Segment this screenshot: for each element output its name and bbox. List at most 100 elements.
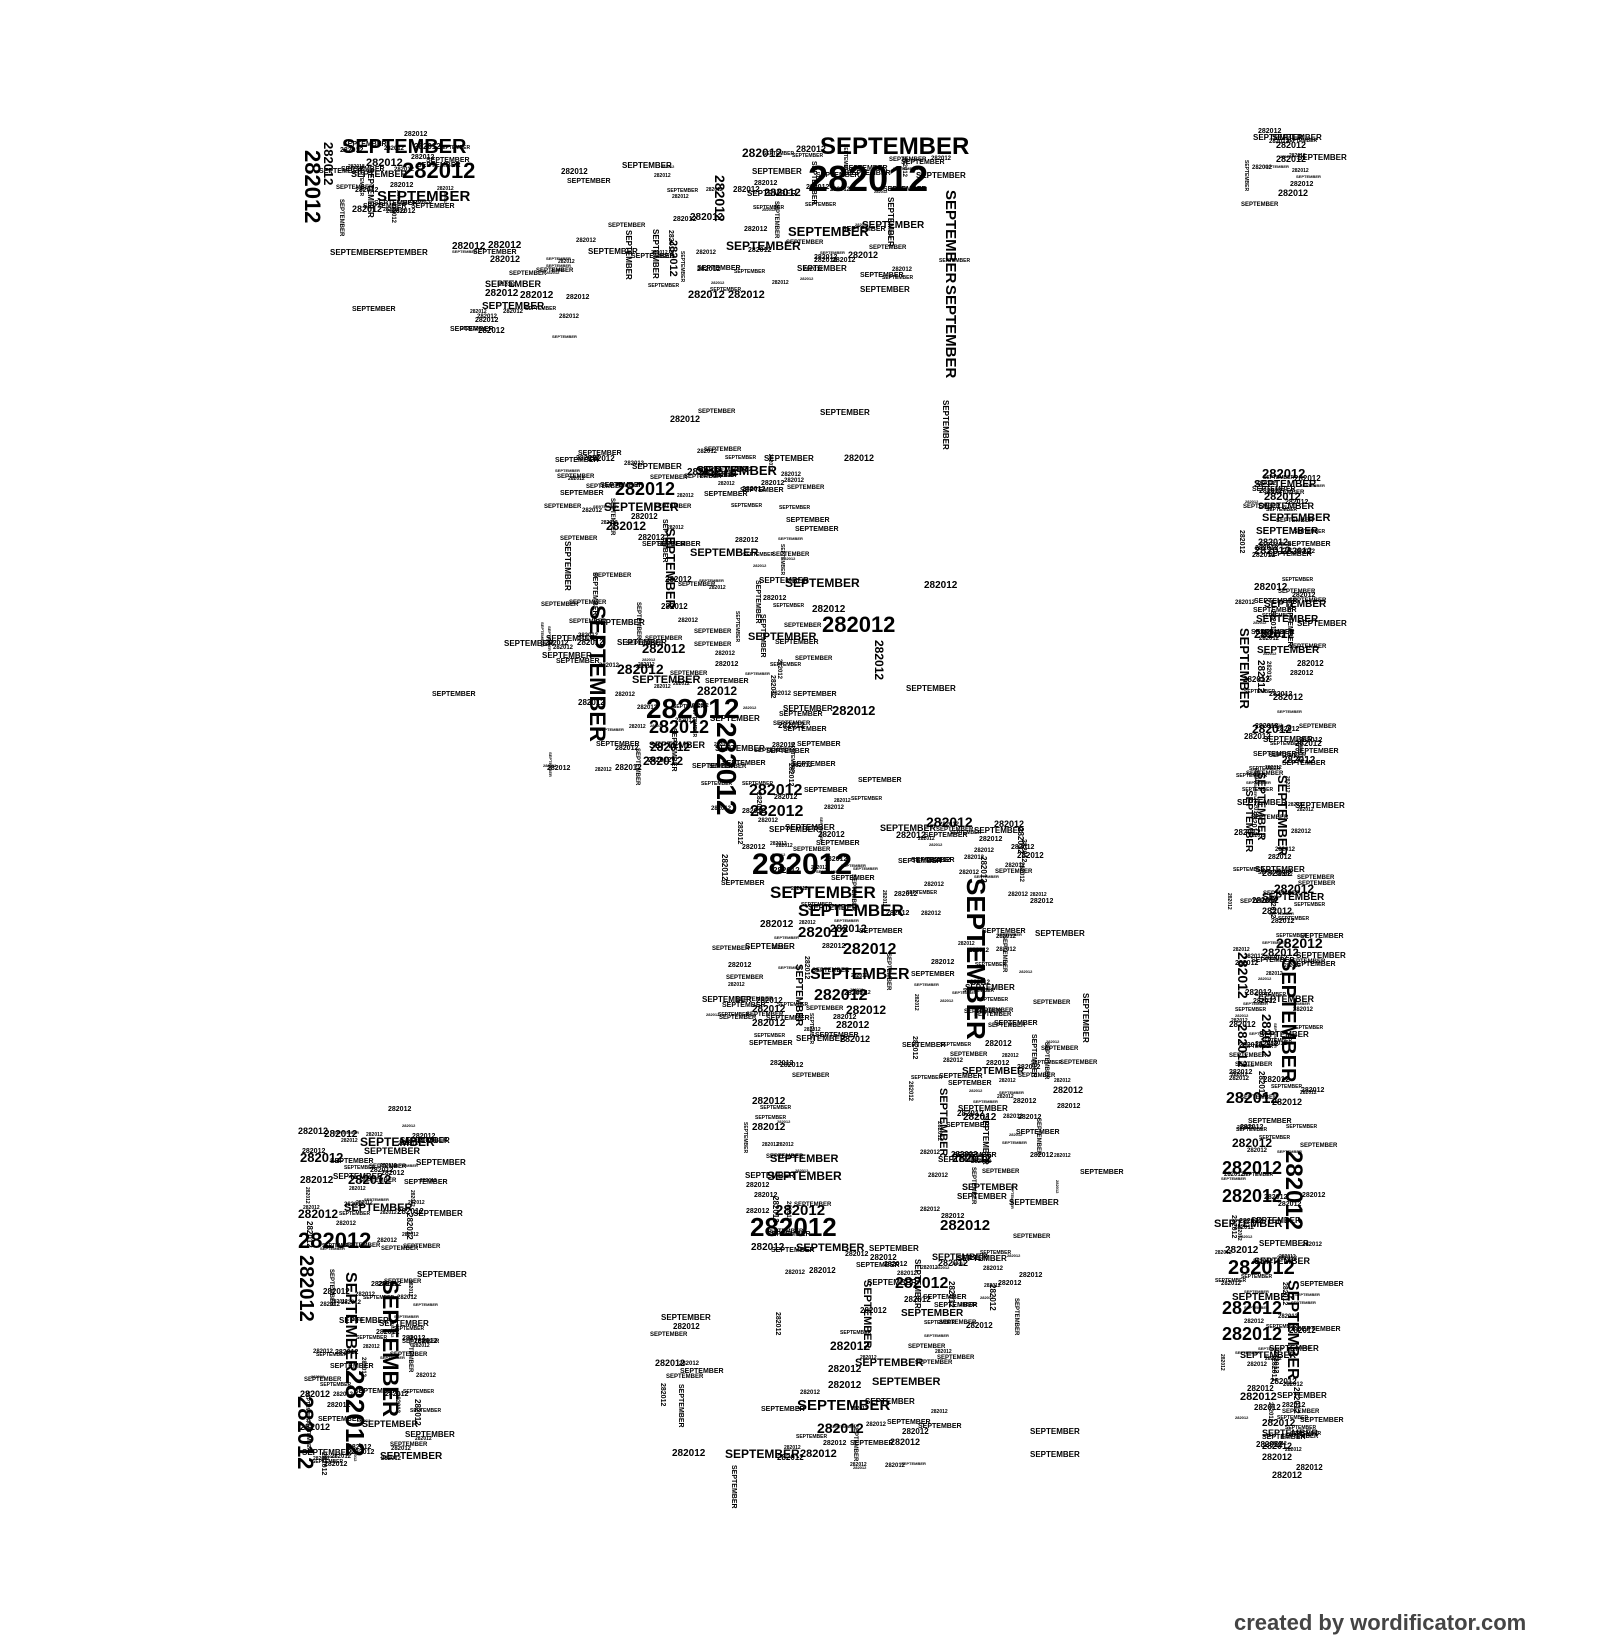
word-282012-831: 282012 xyxy=(349,1186,366,1192)
word-282012-918: 282012 xyxy=(1297,807,1314,813)
word-september-132: SEPTEMBER xyxy=(730,1465,737,1509)
word-282012-476: 282012 xyxy=(638,533,665,542)
word-282012-1004: 282012 xyxy=(1237,1125,1254,1131)
word-282012-1017: 282012 xyxy=(1215,1250,1232,1256)
word-282012-30: 282012 xyxy=(690,212,724,223)
word-282012-502: 282012 xyxy=(824,805,845,811)
word-282012-881: 282012 xyxy=(1297,659,1324,668)
word-september-1061: SEPTEMBER xyxy=(1281,1434,1319,1440)
word-282012-711: 282012 xyxy=(860,1306,887,1315)
word-september-800: SEPTEMBER xyxy=(394,1314,419,1319)
word-282012-35: 282012 xyxy=(667,240,679,277)
word-september-609: SEPTEMBER xyxy=(950,1052,988,1058)
word-282012-939: 282012 xyxy=(1293,1007,1314,1013)
word-282012-672: 282012 xyxy=(936,1265,950,1270)
word-282012-1021: 282012 xyxy=(1240,1124,1263,1131)
word-september-763: SEPTEMBER xyxy=(416,1158,466,1167)
word-september-18: SEPTEMBER xyxy=(820,133,969,160)
word-september-1063: SEPTEMBER xyxy=(1285,1425,1317,1431)
word-282012-1049: 282012 xyxy=(1247,1384,1274,1393)
credit-text: created by wordificator.com xyxy=(1234,1610,1527,1635)
word-september-326: SEPTEMBER xyxy=(939,258,971,264)
word-282012-272: 282012 xyxy=(576,238,597,244)
word-282012-646: 282012 xyxy=(1018,1114,1041,1121)
word-september-187: SEPTEMBER xyxy=(1258,994,1315,1004)
word-282012-249: 282012 xyxy=(551,267,565,272)
word-september-104: SEPTEMBER xyxy=(767,1169,842,1183)
word-september-783: SEPTEMBER xyxy=(413,1209,463,1218)
word-282012-114: 282012 xyxy=(951,1150,978,1159)
word-282012-38: 282012 xyxy=(832,257,855,264)
word-282012-300: 282012 xyxy=(830,187,851,193)
word-september-949: SEPTEMBER xyxy=(1288,959,1326,965)
word-282012-87: 282012 xyxy=(840,1034,870,1044)
word-september-673: SEPTEMBER xyxy=(918,1423,962,1430)
word-september-237: SEPTEMBER xyxy=(338,199,344,237)
word-282012-96: 282012 xyxy=(752,1018,786,1029)
word-282012-232: 282012 xyxy=(404,131,427,138)
word-282012-712: 282012 xyxy=(785,1201,791,1222)
word-september-828: SEPTEMBER xyxy=(305,1420,311,1452)
word-282012-710: 282012 xyxy=(784,1445,801,1451)
word-september-438: SEPTEMBER xyxy=(654,504,692,510)
word-282012-252: 282012 xyxy=(503,309,524,315)
word-282012-825: 282012 xyxy=(407,1280,413,1297)
word-september-149: SEPTEMBER xyxy=(342,1272,359,1372)
word-282012-127: 282012 xyxy=(800,1448,837,1460)
word-september-257: SEPTEMBER xyxy=(546,263,571,268)
word-282012-25: 282012 xyxy=(764,187,801,199)
word-september-661: SEPTEMBER xyxy=(957,1192,1007,1201)
word-september-553: SEPTEMBER xyxy=(1035,929,1085,938)
word-282012-858: 282012 xyxy=(1285,499,1308,506)
word-september-162: SEPTEMBER xyxy=(1256,526,1319,537)
word-september-371: SEPTEMBER xyxy=(661,519,668,563)
word-282012-1079: 282012 xyxy=(1055,1180,1060,1194)
word-september-485: SEPTEMBER xyxy=(766,1015,810,1022)
word-september-623: SEPTEMBER xyxy=(911,1075,943,1081)
word-september-123: SEPTEMBER xyxy=(872,1376,941,1388)
word-282012-442: 282012 xyxy=(677,493,694,499)
word-282012-664: 282012 xyxy=(1003,1114,1024,1120)
word-282012-868: 282012 xyxy=(1245,499,1259,504)
word-september-362: SEPTEMBER xyxy=(784,623,822,629)
word-september-1052: SEPTEMBER xyxy=(1277,1391,1327,1400)
word-september-832: SEPTEMBER xyxy=(344,1165,376,1171)
word-september-979: SEPTEMBER xyxy=(1235,1062,1273,1068)
word-282012-660: 282012 xyxy=(984,1283,1001,1289)
word-282012-234: 282012 xyxy=(384,146,405,152)
word-september-882: SEPTEMBER xyxy=(1242,787,1274,793)
word-282012-182: 282012 xyxy=(1262,906,1292,916)
word-september-1070: SEPTEMBER xyxy=(1033,1000,1071,1006)
word-282012-549: 282012 xyxy=(706,1012,720,1017)
word-282012-1044: 282012 xyxy=(1279,1254,1296,1260)
word-september-383: SEPTEMBER xyxy=(783,704,833,713)
word-september-743: SEPTEMBER xyxy=(410,1138,448,1144)
word-282012-320: 282012 xyxy=(706,187,723,193)
word-september-293: SEPTEMBER xyxy=(773,201,779,239)
word-september-514: SEPTEMBER xyxy=(712,946,750,952)
word-282012-64: 282012 xyxy=(750,803,803,820)
word-282012-85: 282012 xyxy=(846,1003,886,1017)
word-282012-212: 282012 xyxy=(1276,154,1306,164)
word-september-926: SEPTEMBER xyxy=(1253,607,1297,614)
word-september-107: SEPTEMBER xyxy=(796,1242,865,1254)
word-september-955: SEPTEMBER xyxy=(1297,875,1335,881)
word-282012-986: 282012 xyxy=(1263,1075,1290,1084)
word-282012-971: 282012 xyxy=(1229,1069,1252,1076)
word-september-239: SEPTEMBER xyxy=(401,200,433,206)
word-september-846: SEPTEMBER xyxy=(1286,138,1318,144)
word-282012-180: 282012 xyxy=(1274,882,1314,896)
word-282012-998: 282012 xyxy=(1219,1354,1225,1371)
word-282012-178: 282012 xyxy=(1282,755,1316,766)
word-282012-809: 282012 xyxy=(377,1238,398,1244)
word-282012-398: 282012 xyxy=(578,633,599,639)
word-september-409: SEPTEMBER xyxy=(591,572,598,616)
word-september-580: SEPTEMBER xyxy=(997,932,1022,937)
word-september-296: SEPTEMBER xyxy=(886,197,895,247)
word-september-690: SEPTEMBER xyxy=(923,1294,967,1301)
word-september-1020: SEPTEMBER xyxy=(1277,1149,1302,1154)
word-282012-211: 282012 xyxy=(1276,140,1306,150)
word-282012-557: 282012 xyxy=(1030,892,1047,898)
word-282012-496: 282012 xyxy=(770,841,787,847)
word-282012-310: 282012 xyxy=(762,207,776,212)
